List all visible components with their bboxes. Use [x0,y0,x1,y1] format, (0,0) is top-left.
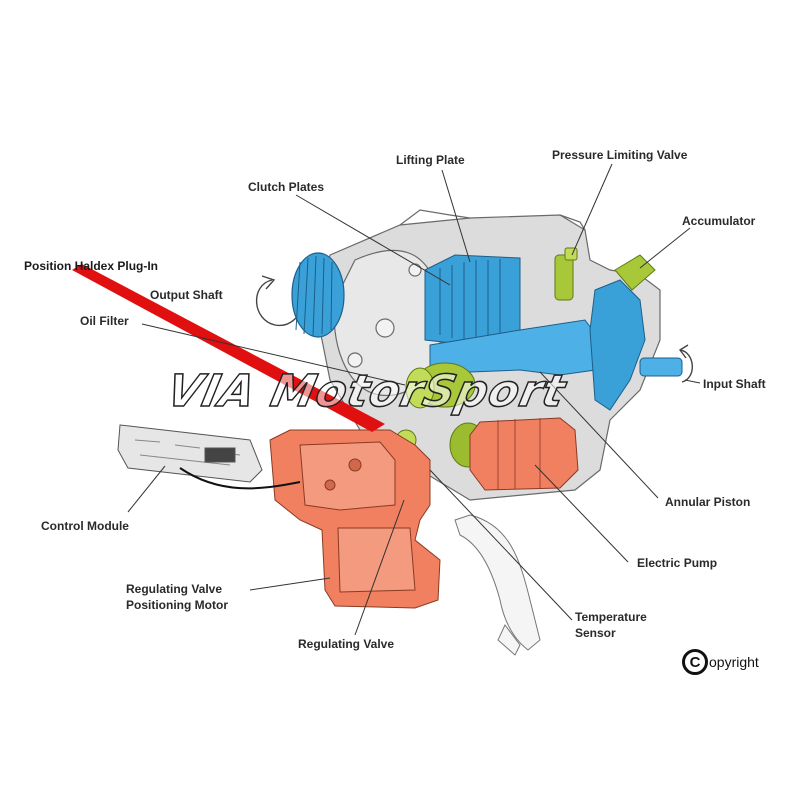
leader-lines [127,163,701,636]
label-clutch-plates: Clutch Plates [248,180,325,194]
label-oil-filter: Oil Filter [80,314,129,328]
label-lifting-plate: Lifting Plate [396,153,465,167]
label-position-plug-in: Position Haldex Plug-In [24,259,159,273]
label-pressure-limiting-valve: Pressure Limiting Valve [552,148,688,162]
clutch-pack [424,254,683,411]
label-temperature-sensor-line2: Sensor [575,626,616,640]
label-regulating-valve: Regulating Valve [298,637,395,651]
copyright-icon: C [682,649,708,675]
label-regulating-valve-positioning-motor-line2: Positioning Motor [126,598,228,612]
label-output-shaft: Output Shaft [150,288,223,302]
copyright-text: opyright [709,654,759,670]
label-annular-piston: Annular Piston [665,495,751,509]
label-control-module: Control Module [41,519,129,533]
label-regulating-valve-positioning-motor-line1: Regulating Valve [126,582,223,596]
label-electric-pump: Electric Pump [637,556,718,570]
copyright-mark: C opyright [682,649,759,675]
outlet-pipe [454,514,541,656]
output-flange [291,252,345,338]
control-module-board [117,424,301,490]
label-temperature-sensor-line1: Temperature [575,610,647,624]
electric-pump [469,417,579,491]
output-rotation-arrow [255,275,297,327]
positioning-motor [269,429,441,609]
label-input-shaft: Input Shaft [703,377,766,391]
watermark: VIA MotorSport [162,365,571,418]
plug-in-pointer [72,264,385,432]
label-accumulator: Accumulator [682,214,756,228]
